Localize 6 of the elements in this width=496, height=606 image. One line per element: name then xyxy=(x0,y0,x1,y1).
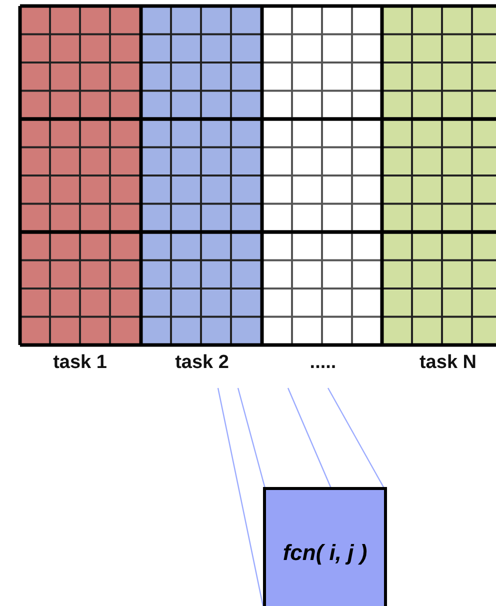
function-box xyxy=(263,487,387,606)
task-label: ..... xyxy=(310,352,336,374)
task-label: task 2 xyxy=(175,352,229,374)
task-label: task 1 xyxy=(53,352,107,374)
function-label: fcn( i, j ) xyxy=(282,540,368,566)
task-label: task N xyxy=(419,352,477,374)
